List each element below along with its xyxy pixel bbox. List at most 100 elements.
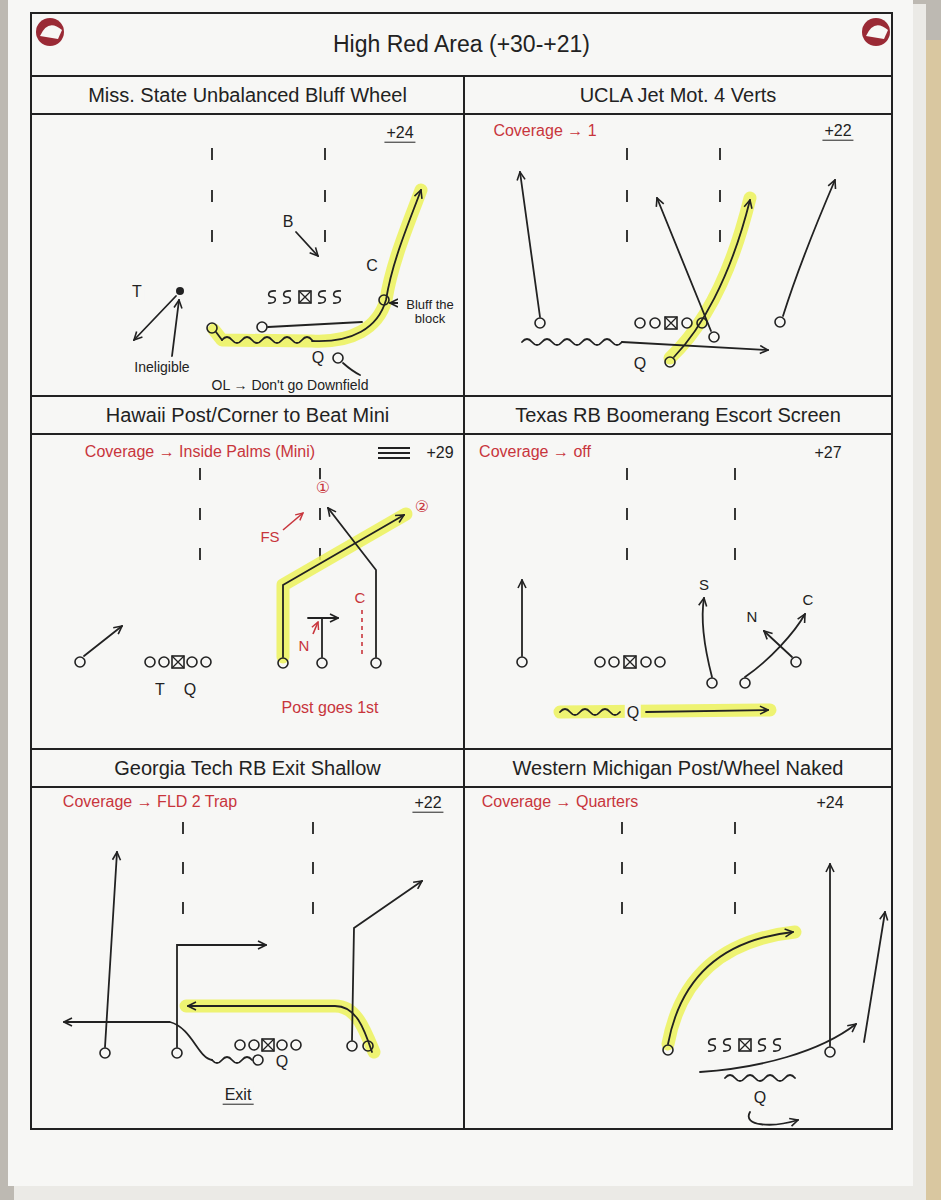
- hash-marks: [212, 148, 325, 242]
- coverage-note: Coverage → FLD 2 Trap: [61, 793, 239, 811]
- players: [159, 657, 169, 667]
- defender-marks: [283, 513, 303, 530]
- play-label: +24: [814, 794, 845, 812]
- players: [262, 1039, 274, 1051]
- play-label: +27: [812, 444, 843, 462]
- players: [201, 657, 211, 667]
- panel-header: UCLA Jet Mot. 4 Verts: [465, 77, 891, 115]
- players: [739, 1039, 751, 1051]
- route-lines: [749, 1112, 798, 1125]
- players: [235, 1040, 245, 1050]
- players: [299, 291, 311, 303]
- play-label: C: [801, 592, 816, 609]
- players: [535, 318, 545, 328]
- route-lines: [212, 1057, 252, 1063]
- route-lines: [216, 332, 222, 340]
- coverage-note: Post goes 1st: [280, 699, 381, 717]
- highlighter: [670, 198, 750, 358]
- hash-marks: [622, 822, 735, 914]
- route-lines: [703, 598, 712, 677]
- defender-marks: [361, 610, 363, 655]
- players: [379, 295, 389, 305]
- hash-marks: [627, 148, 720, 242]
- players: [278, 658, 288, 668]
- play-name: Georgia Tech RB Exit Shallow: [114, 757, 380, 780]
- play-name: Miss. State Unbalanced Bluff Wheel: [88, 84, 407, 107]
- play-label: +22: [412, 794, 443, 813]
- panel-header: Hawaii Post/Corner to Beat Mini: [32, 397, 463, 435]
- players: [775, 317, 785, 327]
- players: [291, 1040, 301, 1050]
- route-lines: [560, 709, 620, 715]
- play-label: +22: [822, 122, 853, 141]
- players: [682, 318, 692, 328]
- players: [723, 1039, 731, 1051]
- players: [595, 657, 605, 667]
- players: [277, 1040, 287, 1050]
- coverage-note: N: [297, 638, 312, 655]
- defender-marks: [283, 513, 362, 655]
- route-lines: [64, 1022, 212, 1060]
- players: [758, 1039, 766, 1051]
- highlighter: [560, 710, 770, 712]
- route-lines: [520, 172, 540, 317]
- play-label: T: [130, 283, 144, 301]
- players: [333, 353, 343, 363]
- team-logo: [866, 25, 888, 39]
- route-lines: [343, 363, 360, 375]
- panel-header: Miss. State Unbalanced Bluff Wheel: [32, 77, 463, 115]
- players: [249, 1040, 259, 1050]
- route-lines: [328, 508, 376, 657]
- route-lines: [390, 302, 398, 304]
- players: [655, 657, 665, 667]
- players: [665, 357, 675, 367]
- coverage-note: Coverage → off: [477, 443, 593, 461]
- play-label: S: [697, 577, 711, 594]
- players: [665, 317, 677, 329]
- route-lines: [522, 339, 622, 345]
- route-lines: [308, 617, 338, 619]
- route-lines: [105, 852, 117, 1047]
- play-label: Ineligible: [132, 360, 191, 375]
- route-lines: [134, 296, 176, 340]
- route-lines: [783, 180, 835, 316]
- players: [268, 291, 276, 303]
- play-label: Q: [310, 349, 326, 367]
- route-lines: [674, 200, 750, 357]
- players: [708, 1039, 716, 1051]
- players: [207, 323, 217, 333]
- players: [187, 657, 197, 667]
- play-label: Q: [632, 355, 648, 373]
- hash-marks: [183, 822, 313, 914]
- players: [318, 291, 326, 303]
- highlighter: [186, 1006, 374, 1052]
- players: [283, 291, 291, 303]
- players: [75, 657, 85, 667]
- players: [650, 318, 660, 328]
- players: [371, 658, 381, 668]
- route-lines: [700, 1024, 856, 1072]
- play-label: Q: [182, 681, 198, 699]
- players: [707, 678, 717, 688]
- play-name: Western Michigan Post/Wheel Naked: [513, 757, 844, 780]
- defender-marks: [313, 622, 318, 634]
- play-label: C: [364, 257, 380, 275]
- play-name: Texas RB Boomerang Escort Screen: [515, 404, 841, 427]
- coverage-note: FS: [258, 529, 281, 546]
- route-lines: [352, 881, 422, 1040]
- hash-marks: [200, 468, 320, 560]
- players: [624, 656, 636, 668]
- panel-header: Western Michigan Post/Wheel Naked: [465, 750, 891, 788]
- route-lines: [283, 515, 404, 657]
- route-lines: [521, 580, 523, 656]
- players: [176, 287, 184, 295]
- play-label: B: [281, 213, 296, 231]
- scribble: [378, 448, 410, 458]
- players: [253, 1055, 263, 1065]
- play-label: T: [153, 681, 167, 699]
- play-label: Bluff the block: [398, 298, 462, 327]
- players: [697, 318, 707, 328]
- highlighter: [283, 514, 406, 657]
- players: [791, 657, 801, 667]
